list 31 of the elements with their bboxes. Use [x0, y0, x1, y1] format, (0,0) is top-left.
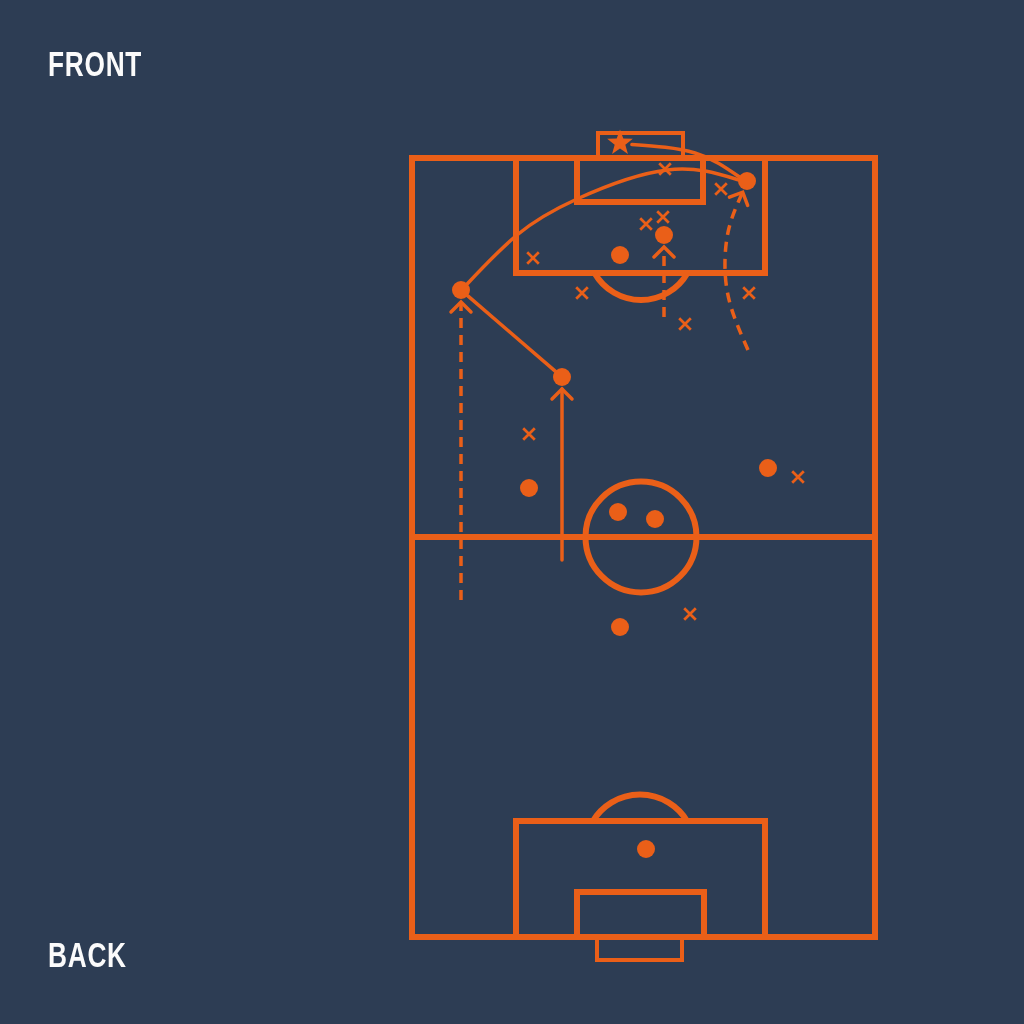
- side-label: BACK: [48, 937, 127, 972]
- player-dot-icon: [611, 246, 629, 264]
- cross-icon: [682, 606, 698, 622]
- player-dot-icon: [520, 479, 538, 497]
- cross-icon: [713, 181, 729, 197]
- player-dot-icon: [646, 510, 664, 528]
- line: [466, 294, 557, 373]
- player-dot-icon: [611, 618, 629, 636]
- cross-icon: [574, 285, 590, 301]
- line: [465, 167, 740, 286]
- star-icon: [607, 129, 633, 154]
- player-dot-icon: [738, 172, 756, 190]
- dashed-arrow: [723, 190, 750, 351]
- player-dot-icon: [609, 503, 627, 521]
- side-label: FRONT: [48, 46, 143, 81]
- player-dot-icon: [553, 368, 571, 386]
- cross-icon: [638, 216, 654, 232]
- cross-icon: [521, 426, 537, 442]
- cross-icon: [655, 209, 671, 225]
- dashed-arrow: [449, 300, 473, 600]
- cross-icon: [741, 285, 757, 301]
- cross-icon: [525, 250, 541, 266]
- player-dot-icon: [655, 226, 673, 244]
- player-dot-icon: [759, 459, 777, 477]
- cross-icon: [790, 469, 806, 485]
- dashed-arrow: [652, 245, 676, 317]
- player-dot-icon: [637, 840, 655, 858]
- cross-icon: [677, 316, 693, 332]
- cross-icon: [657, 161, 673, 177]
- arrow: [550, 387, 574, 562]
- player-dot-icon: [452, 281, 470, 299]
